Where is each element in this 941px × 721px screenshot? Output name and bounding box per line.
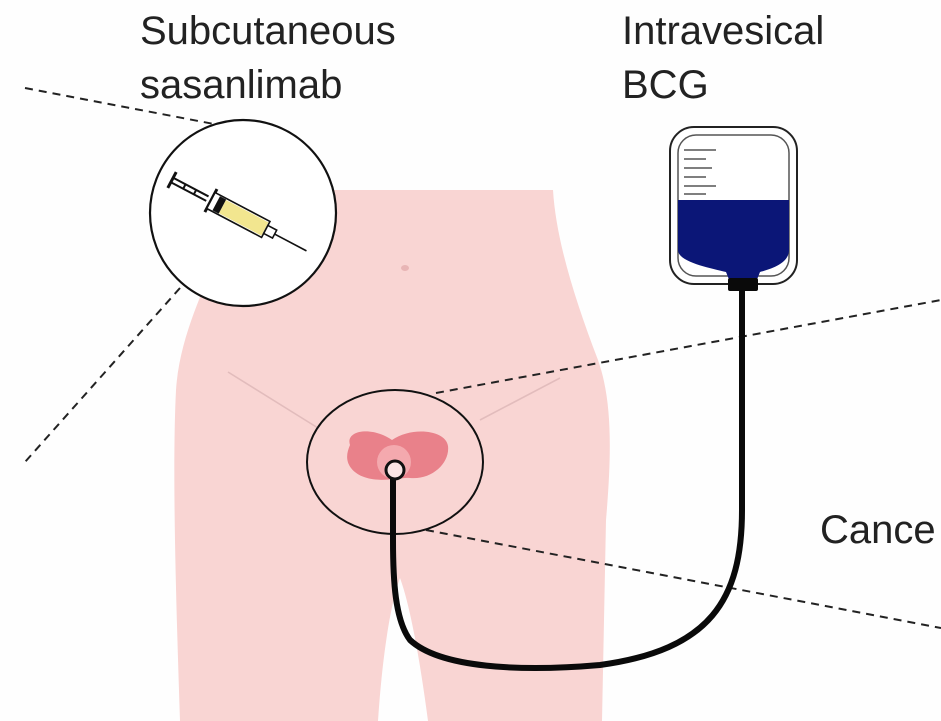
bag-label-line1: Intravesical [622,9,824,53]
syringe-label-line2: sasanlimab [140,63,342,107]
right-label-cropped: Cance [820,508,936,552]
iv-bag-icon [670,127,797,291]
urethra-opening [386,461,404,479]
syringe-label-line1: Subcutaneous [140,9,396,53]
bag-label-line2: BCG [622,63,709,107]
navel-mark [401,265,409,271]
dashed-line-syringe-bottom [25,288,180,462]
bag-connector [728,278,758,291]
